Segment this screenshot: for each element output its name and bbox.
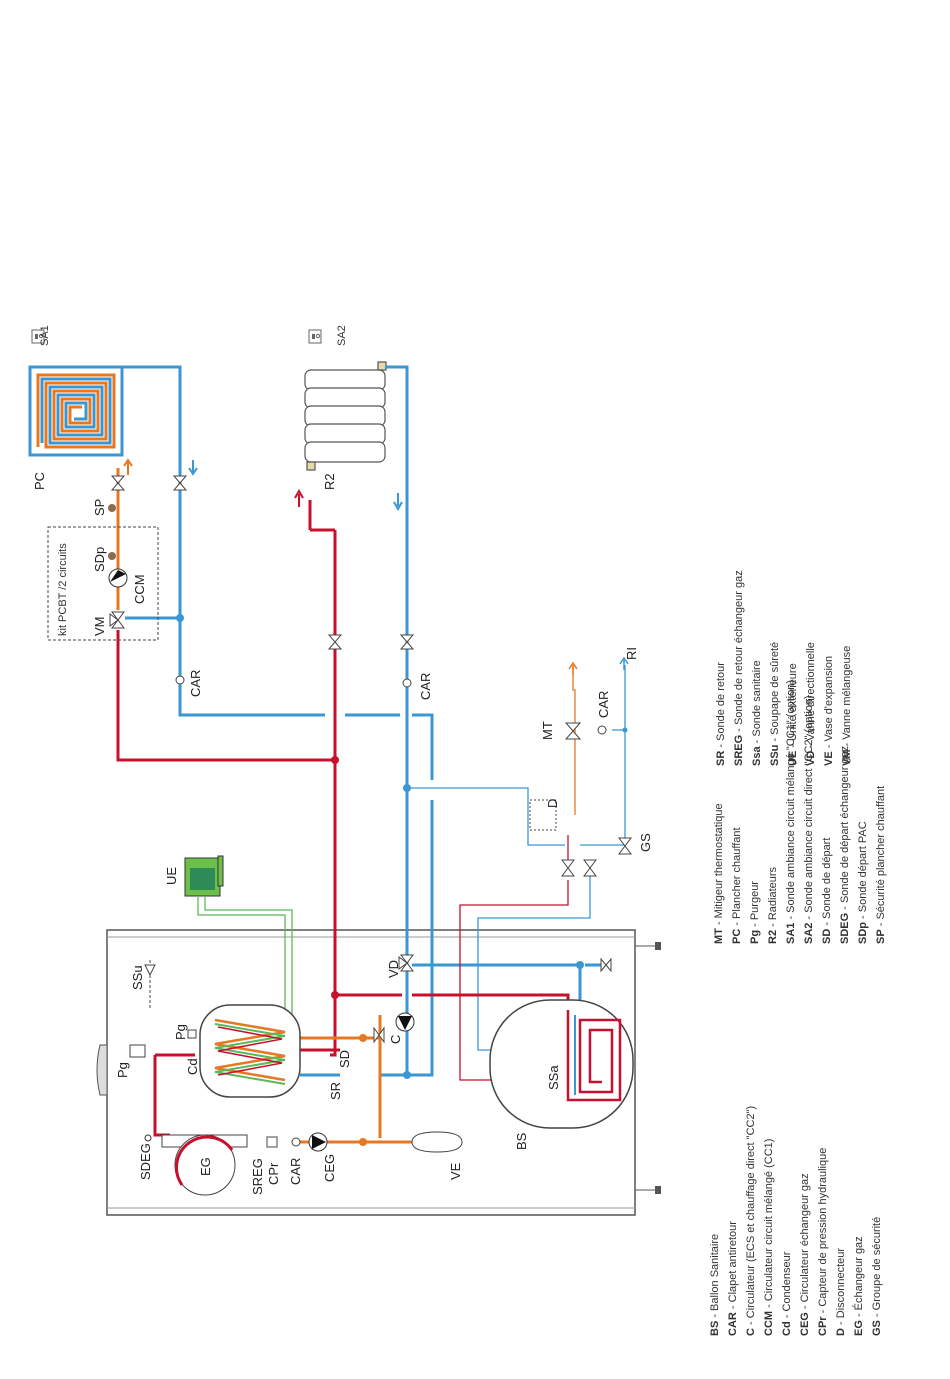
legend-entry: SR - Sonde de retour <box>715 662 727 766</box>
three-way-valves <box>109 611 632 972</box>
legend-column-2: MT - Mitigeur thermostatique PC - Planche… <box>713 680 887 944</box>
legend-entry: Cd - Condenseur <box>781 1251 793 1336</box>
label-sdeg: SDEG <box>138 1143 153 1180</box>
legend-entry: SA1 - Sonde ambiance circuit mélangé "CC… <box>785 680 797 944</box>
legend-entry: SDEG - Sonde de départ échangeur gaz <box>839 746 851 944</box>
legend-entry: SSu - Soupape de sûreté <box>769 642 781 766</box>
label-sreg: SREG <box>250 1158 265 1195</box>
label-cpr: CPr <box>266 1162 281 1185</box>
legend-entry: D - Disconnecteur <box>835 1248 847 1336</box>
legend-entry: MT - Mitigeur thermostatique <box>713 803 725 944</box>
label-r2: R2 <box>322 473 337 490</box>
label-kit: kit PCBT /2 circuits <box>57 543 69 636</box>
sa2-sensor-icon <box>308 329 322 344</box>
pressure-sensor <box>266 1136 278 1148</box>
component-labels: PC SA1 SA2 SP SDp CCM VM kit PCBT /2 cir… <box>32 325 653 1195</box>
sensor-dots <box>108 504 116 560</box>
label-sa1: SA1 <box>39 325 51 346</box>
label-ceg: CEG <box>322 1154 337 1182</box>
label-vm: VM <box>92 617 107 637</box>
legend-entry: Pg - Purgeur <box>749 881 761 944</box>
legend-entry: C - Circulateur (ECS et chauffage direct… <box>745 1106 757 1336</box>
shutoff-valves <box>110 475 612 1044</box>
legend-entry: SP - Sécurité plancher chauffant <box>875 786 887 944</box>
legend-entry: SREG - Sonde de retour échangeur gaz <box>733 570 745 766</box>
label-sdp: SDp <box>92 547 107 572</box>
radiator-r2 <box>304 361 387 471</box>
legend-entry: CCM - Circulateur circuit mélangé (CC1) <box>763 1139 775 1336</box>
legend-entry: R2 - Radiateurs <box>767 866 779 944</box>
dhw-loop-line <box>459 835 569 1081</box>
legend-entry: SA2 - Sonde ambiance circuit direct "CC2… <box>803 695 815 944</box>
legend-entry: VD - Vanne directionnelle <box>805 642 817 766</box>
purger-top <box>129 1044 146 1058</box>
label-ri: RI <box>624 647 639 660</box>
label-car-mt: CAR <box>596 691 611 718</box>
disconnector <box>529 799 557 831</box>
label-d: D <box>545 799 560 808</box>
legend-entry: Ssa - Sonde sanitaire <box>751 660 763 766</box>
outdoor-unit <box>184 855 224 897</box>
legend-entry: UE - Unité extérieure <box>787 663 799 766</box>
legend-entry: CPr - Capteur de pression hydraulique <box>817 1148 829 1336</box>
pumps <box>108 568 415 1152</box>
label-sa2: SA2 <box>336 325 348 346</box>
safety-valve-body <box>144 964 156 977</box>
legend-entry: SDp - Sonde départ PAC <box>857 821 869 944</box>
label-eg: EG <box>198 1157 213 1176</box>
check-valves <box>175 675 607 1147</box>
label-gs: GS <box>638 833 653 852</box>
gas-exchanger <box>144 1134 248 1196</box>
label-ve: VE <box>448 1162 463 1180</box>
label-sp: SP <box>92 499 107 516</box>
label-sd: SD <box>337 1050 352 1068</box>
label-ue: UE <box>164 867 179 885</box>
legend-entry: CEG - Circulateur échangeur gaz <box>799 1173 811 1336</box>
legend-entry: PC - Plancher chauffant <box>731 827 743 944</box>
legend-entry: EG - Échangeur gaz <box>852 1236 865 1336</box>
legend-entry: SD - Sonde de départ <box>821 838 833 944</box>
label-ssa: SSa <box>546 1065 561 1090</box>
junction-dots <box>176 614 628 1146</box>
label-sr: SR <box>328 1082 343 1100</box>
hot-water-out-line <box>572 665 576 815</box>
condenser <box>199 1004 301 1098</box>
label-mt: MT <box>540 721 555 740</box>
label-vd: VD <box>386 960 401 978</box>
kit-box <box>47 526 159 641</box>
label-c: C <box>388 1035 403 1044</box>
flue-outlet <box>96 1044 108 1096</box>
legend-column-3: SR - Sonde de retour SREG - Sonde de reto… <box>715 570 853 766</box>
label-car-mid: CAR <box>418 673 433 700</box>
unit-feet <box>635 942 661 1194</box>
label-cd: Cd <box>185 1058 200 1075</box>
label-ssu: SSu <box>130 965 145 990</box>
label-pg-side: Pg <box>173 1024 188 1040</box>
legend-entry: VM - Vanne mélangeuse <box>841 646 853 766</box>
legend-entry: VE - Vase d'expansion <box>823 656 835 766</box>
label-ccm: CCM <box>132 574 147 604</box>
legend-column-1: BS - Ballon Sanitaire CAR - Clapet antire… <box>709 1106 883 1336</box>
dhw-tank <box>489 999 634 1129</box>
label-pg-top: Pg <box>115 1062 130 1078</box>
label-car-eg: CAR <box>288 1158 303 1185</box>
label-car-top: CAR <box>188 670 203 697</box>
legend-entry: GS - Groupe de sécurité <box>871 1217 883 1336</box>
legend-entry: CAR - Clapet antiretour <box>727 1221 739 1336</box>
flow-arrows <box>123 458 629 675</box>
label-bs: BS <box>514 1132 529 1150</box>
legend-entry: BS - Ballon Sanitaire <box>709 1234 721 1336</box>
expansion-vessel <box>411 1131 463 1153</box>
purger-side <box>187 1029 197 1039</box>
label-pc: PC <box>32 472 47 490</box>
sa1-sensor-icon <box>31 329 45 344</box>
floor-heating-coil <box>28 365 124 457</box>
